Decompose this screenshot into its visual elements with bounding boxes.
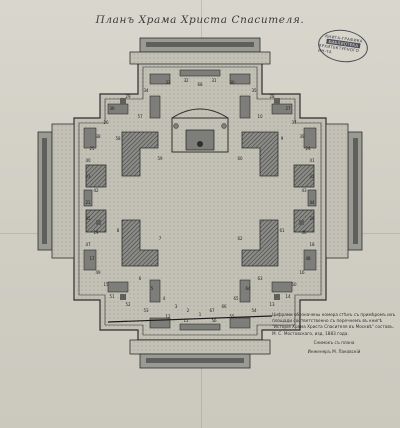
room-label: 20 <box>309 216 315 221</box>
pylons <box>85 131 315 267</box>
room-label: 64 <box>245 286 251 291</box>
altar-iconostasis <box>171 108 229 153</box>
room-label: 28 <box>269 94 275 99</box>
room-label: 33 <box>165 80 171 85</box>
room-label: 60 <box>237 156 243 161</box>
room-label: 49 <box>95 270 101 275</box>
room-label: 43 <box>301 188 307 193</box>
room-label: 48 <box>305 256 311 261</box>
room-label: 23 <box>85 174 91 179</box>
room-label: 55 <box>229 314 235 319</box>
room-label: 7 <box>159 236 162 241</box>
plan-title: Планъ Храма Христа Спасителя. <box>95 14 305 26</box>
room-label: 59 <box>157 156 163 161</box>
room-label: 18 <box>309 242 315 247</box>
room-label: 51 <box>109 294 115 299</box>
room-label: 66 <box>221 304 227 309</box>
room-label: 57 <box>137 114 143 119</box>
room-label: 63 <box>257 276 263 281</box>
room-label: 56 <box>211 318 217 323</box>
room-label: 11 <box>183 318 189 323</box>
room-label: 29 <box>125 94 131 99</box>
room-label: 24 <box>305 146 311 151</box>
room-label: 58 <box>115 136 121 141</box>
room-label: 54 <box>251 308 257 313</box>
room-label: 44 <box>309 200 315 205</box>
room-label: 40 <box>85 158 91 163</box>
legend-line-2: Инженеръ М. Лаковскій <box>307 349 361 355</box>
room-label: 5 <box>151 286 154 291</box>
room-label: 6 <box>139 276 142 281</box>
room-label: 13 <box>269 302 275 307</box>
room-label: 4 <box>163 296 166 301</box>
west-portico <box>37 123 75 259</box>
room-label: 62 <box>237 236 243 241</box>
room-label: 15 <box>103 282 109 287</box>
room-label: 39 <box>299 134 305 139</box>
column-markers <box>96 98 304 300</box>
room-label: 61 <box>279 228 285 233</box>
room-label: 31 <box>211 78 217 83</box>
room-label: 25 <box>89 146 95 151</box>
room-label: 68 <box>197 82 203 87</box>
pen-stroke <box>107 315 273 323</box>
room-label: 3 <box>175 304 178 309</box>
north-portico <box>129 37 271 65</box>
room-label: 53 <box>143 308 149 313</box>
room-label: 36 <box>109 106 115 111</box>
room-label: 38 <box>95 134 101 139</box>
room-label: 37 <box>291 120 297 125</box>
room-label: 65 <box>233 296 239 301</box>
room-label: 27 <box>285 106 291 111</box>
room-label: 16 <box>299 270 305 275</box>
room-label: 10 <box>257 114 263 119</box>
room-label: 21 <box>85 200 91 205</box>
room-label: 50 <box>291 282 297 287</box>
room-label: 30 <box>229 80 235 85</box>
room-label: 45 <box>85 216 91 221</box>
room-label: 1 <box>199 312 202 317</box>
east-portico <box>325 123 363 259</box>
south-portico <box>129 339 271 369</box>
room-label: 19 <box>93 230 99 235</box>
room-label: 22 <box>309 174 315 179</box>
wall-segments <box>83 69 317 331</box>
room-label: 41 <box>309 158 315 163</box>
room-label: 35 <box>251 88 257 93</box>
room-label: 17 <box>89 256 95 261</box>
room-label: 26 <box>103 120 109 125</box>
outer-wall-line <box>78 66 322 336</box>
room-label: 14 <box>285 294 291 299</box>
room-label: 9 <box>281 136 284 141</box>
room-label: 67 <box>209 308 215 313</box>
legend-line-1: Снимокъ съ плана <box>313 339 355 345</box>
room-label: 47 <box>85 242 91 247</box>
room-label: 2 <box>187 308 190 313</box>
legend-paragraph: Цифрами обозначены номера стѣнъ съ примѣ… <box>272 312 396 336</box>
room-label: 8 <box>117 228 120 233</box>
room-label: 32 <box>183 78 189 83</box>
room-label: 42 <box>93 188 99 193</box>
room-label: 12 <box>165 314 171 319</box>
room-label: 52 <box>125 302 131 307</box>
plan-legend: Цифрами обозначены номера стѣнъ съ примѣ… <box>272 312 396 358</box>
room-label: 46 <box>301 230 307 235</box>
room-label: 34 <box>143 88 149 93</box>
